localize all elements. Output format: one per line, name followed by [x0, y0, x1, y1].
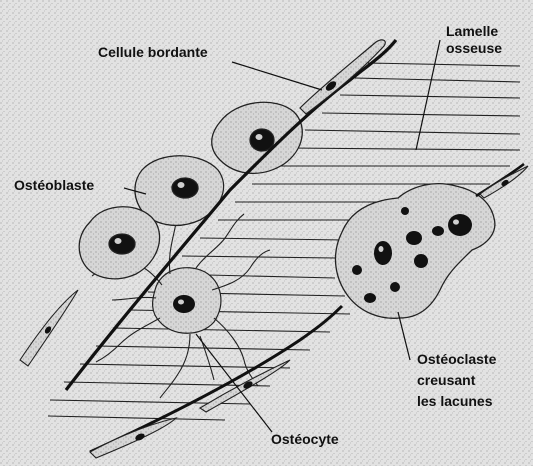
label-lining-cell: Cellule bordante [98, 44, 208, 61]
label-osteoclast-line-1: Ostéoclaste [417, 349, 496, 370]
label-osteoclast: Ostéoclaste creusant les lacunes [417, 349, 496, 412]
label-bone-lamella-line-2: osseuse [446, 40, 502, 57]
label-bone-lamella: Lamelle osseuse [446, 23, 502, 57]
label-osteoclast-line-3: les lacunes [417, 391, 496, 412]
label-osteocyte: Ostéocyte [271, 431, 339, 448]
label-bone-lamella-line-1: Lamelle [446, 23, 502, 40]
osteocyte-nucleolus [178, 300, 184, 305]
label-osteoblast: Ostéoblaste [14, 177, 94, 194]
label-osteoclast-line-2: creusant [417, 370, 496, 391]
osteocyte-nucleus [173, 295, 195, 313]
